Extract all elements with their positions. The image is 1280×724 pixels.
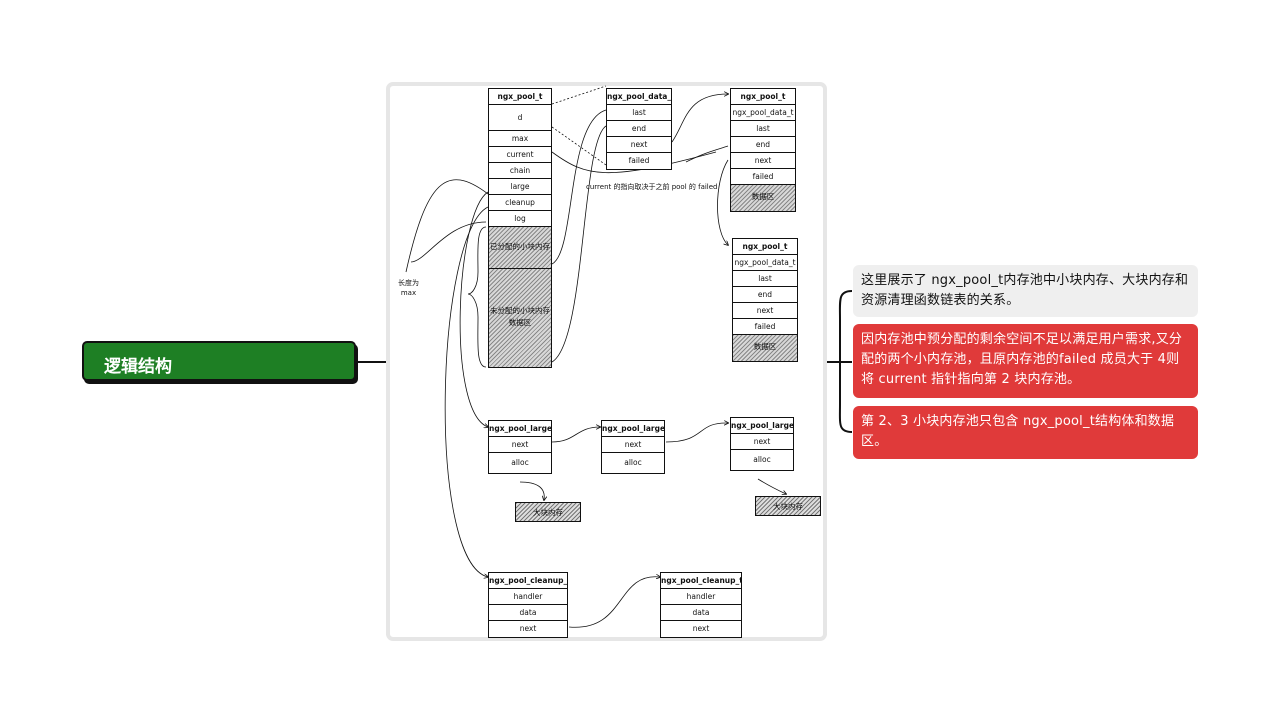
pool3-next: next: [733, 303, 797, 319]
cleanup2-struct: ngx_pool_cleanup_t handler data next: [660, 572, 742, 638]
pool3-struct: ngx_pool_t ngx_pool_data_t last end next…: [732, 238, 798, 362]
pool2-data-area: 数据区: [731, 185, 795, 211]
pool3-end: end: [733, 287, 797, 303]
pool1-field-cleanup: cleanup: [489, 195, 551, 211]
cleanup2-data: data: [661, 605, 741, 621]
large1-struct: ngx_pool_large_t next alloc: [488, 420, 552, 474]
large1-next: next: [489, 437, 551, 453]
pool1-field-large: large: [489, 179, 551, 195]
root-topic-label: 逻辑结构: [104, 357, 172, 377]
pool3-data-t: ngx_pool_data_t: [733, 255, 797, 271]
pool1-field-max: max: [489, 131, 551, 147]
pool3-failed: failed: [733, 319, 797, 335]
note-small-pools-text: 第 2、3 小块内存池只包含 ngx_pool_t结构体和数据区。: [861, 414, 1175, 449]
pool1-unallocated: 未分配的小块内存 数据区: [489, 269, 551, 367]
cleanup1-struct: ngx_pool_cleanup_t handler data next: [488, 572, 568, 638]
big-mem-block-1: 大块内存: [515, 502, 581, 522]
note-small-pools[interactable]: 第 2、3 小块内存池只包含 ngx_pool_t结构体和数据区。: [853, 406, 1198, 459]
pool2-failed: failed: [731, 169, 795, 185]
big-mem-block-2: 大块内存: [755, 496, 821, 516]
large3-header: ngx_pool_large_t: [731, 418, 793, 434]
large1-alloc: alloc: [511, 458, 529, 467]
pool1-field-current: current: [489, 147, 551, 163]
pool2-struct: ngx_pool_t ngx_pool_data_t last end next…: [730, 88, 796, 212]
pool2-data-t: ngx_pool_data_t: [731, 105, 795, 121]
pool1-allocated: 已分配的小块内存: [489, 227, 551, 269]
pool3-data-area: 数据区: [733, 335, 797, 361]
cleanup1-handler: handler: [489, 589, 567, 605]
pool2-next: next: [731, 153, 795, 169]
large2-next: next: [602, 437, 664, 453]
pool1-field-d: d: [489, 105, 551, 131]
pool2-end: end: [731, 137, 795, 153]
large2-alloc: alloc: [624, 458, 642, 467]
pool2-header: ngx_pool_t: [731, 89, 795, 105]
pool1-struct: ngx_pool_t d max current chain large cle…: [488, 88, 552, 368]
root-topic[interactable]: 逻辑结构: [82, 341, 356, 381]
pool3-last: last: [733, 271, 797, 287]
cleanup2-handler: handler: [661, 589, 741, 605]
pool2-last: last: [731, 121, 795, 137]
pool3-header: ngx_pool_t: [733, 239, 797, 255]
max-note: 长度为 max: [398, 279, 419, 297]
pool-data-end: end: [607, 121, 671, 137]
pool-data-next: next: [607, 137, 671, 153]
diagram-image[interactable]: ngx_pool_t d max current chain large cle…: [386, 82, 827, 641]
note-overview[interactable]: 这里展示了 ngx_pool_t内存池中小块内存、大块内存和资源清理函数链表的关…: [853, 265, 1198, 317]
cleanup2-header: ngx_pool_cleanup_t: [661, 573, 741, 589]
cleanup2-next: next: [692, 624, 710, 633]
cleanup1-header: ngx_pool_cleanup_t: [489, 573, 567, 589]
large3-struct: ngx_pool_large_t next alloc: [730, 417, 794, 471]
note-current-pointer-text: 因内存池中预分配的剩余空间不足以满足用户需求,又分配的两个小内存池，且原内存池的…: [861, 332, 1183, 387]
large2-header: ngx_pool_large_t: [602, 421, 664, 437]
diagram-arrows: [405, 85, 827, 628]
pool1-field-log: log: [489, 211, 551, 227]
large3-next: next: [731, 434, 793, 450]
cleanup1-next: next: [519, 624, 537, 633]
pool-data-struct: ngx_pool_data_t last end next failed: [606, 88, 672, 170]
cleanup1-data: data: [489, 605, 567, 621]
large1-header: ngx_pool_large_t: [489, 421, 551, 437]
pool1-field-chain: chain: [489, 163, 551, 179]
pool-data-header: ngx_pool_data_t: [607, 89, 671, 105]
current-note: current 的指向取决于之前 pool 的 failed: [586, 183, 718, 191]
pool-data-last: last: [607, 105, 671, 121]
large2-struct: ngx_pool_large_t next alloc: [601, 420, 665, 474]
large3-alloc: alloc: [753, 455, 771, 464]
pool1-header: ngx_pool_t: [489, 89, 551, 105]
note-current-pointer[interactable]: 因内存池中预分配的剩余空间不足以满足用户需求,又分配的两个小内存池，且原内存池的…: [853, 324, 1198, 398]
pool-data-failed: failed: [628, 156, 650, 165]
note-overview-text: 这里展示了 ngx_pool_t内存池中小块内存、大块内存和资源清理函数链表的关…: [861, 273, 1189, 308]
